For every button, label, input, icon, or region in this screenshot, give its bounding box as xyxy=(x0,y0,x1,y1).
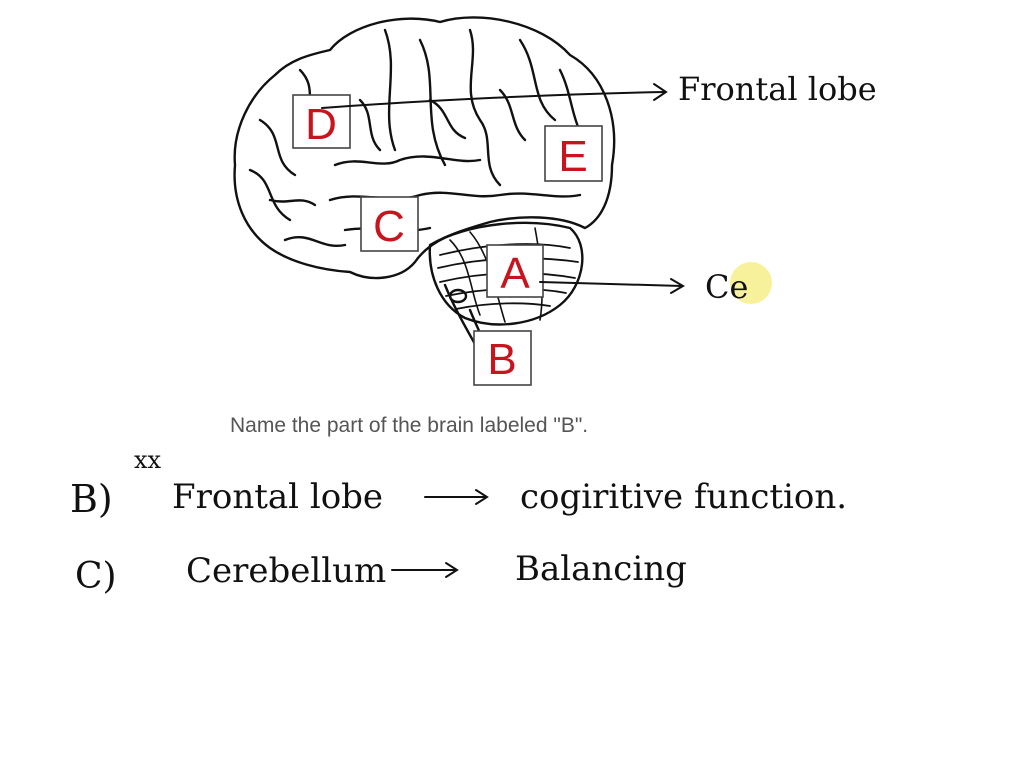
answer-b-arrow xyxy=(424,489,489,505)
cerebellum-arrow xyxy=(539,278,685,294)
answer-c-description: Balancing xyxy=(515,549,687,589)
answer-b-description: cogiritive function. xyxy=(520,477,847,517)
frontal-lobe-annotation: Frontal lobe xyxy=(678,70,877,108)
brain-illustration xyxy=(233,16,616,367)
cursor-highlight xyxy=(730,262,772,304)
label-a: A xyxy=(486,244,544,298)
label-d: D xyxy=(292,94,351,149)
svg-text:B: B xyxy=(487,335,516,384)
answer-c-prefix: C) xyxy=(75,556,117,597)
label-e: E xyxy=(544,125,603,182)
answer-b-term: Frontal lobe xyxy=(172,477,383,517)
answer-b-prefix: B) xyxy=(70,477,113,521)
svg-text:C: C xyxy=(373,202,405,251)
label-c: C xyxy=(360,196,419,252)
partial-annotation: Ce xyxy=(705,268,748,306)
answer-c-term: Cerebellum xyxy=(186,551,386,591)
frontal-lobe-arrow xyxy=(321,83,668,109)
svg-text:E: E xyxy=(558,132,587,181)
answer-c-arrow xyxy=(391,562,459,578)
svg-text:A: A xyxy=(500,249,530,298)
question-text: Name the part of the brain labeled "B". xyxy=(230,414,588,437)
answer-b-strike: xx xyxy=(134,446,162,474)
label-b: B xyxy=(473,330,532,386)
